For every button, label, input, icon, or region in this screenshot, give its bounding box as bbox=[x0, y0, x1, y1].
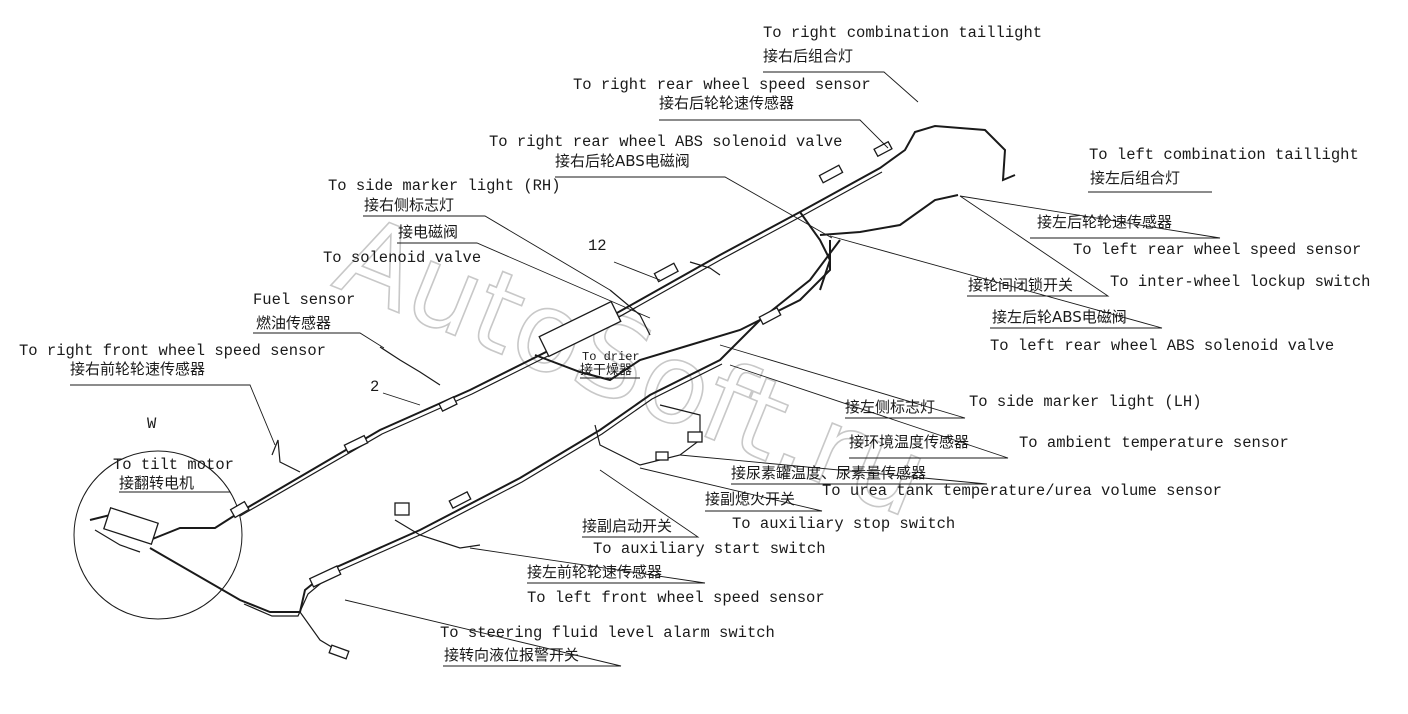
urea-tank-label-cn: 接尿素罐温度、尿素量传感器 bbox=[731, 464, 926, 482]
urea-tank-label-en: To urea tank temperature/urea volume sen… bbox=[822, 482, 1222, 500]
left-front-speed-sensor-label-en: To left front wheel speed sensor bbox=[527, 589, 825, 607]
left-taillight-label-cn: 接左后组合灯 bbox=[1090, 169, 1180, 187]
side-marker-rh-label-en: To side marker light (RH) bbox=[328, 177, 561, 195]
side-marker-lh-label-en: To side marker light (LH) bbox=[969, 393, 1202, 411]
right-rear-abs-valve-label-en: To right rear wheel ABS solenoid valve bbox=[489, 133, 842, 151]
side-marker-rh-label-cn: 接右侧标志灯 bbox=[364, 196, 454, 214]
steering-alarm-label-cn: 接转向液位报警开关 bbox=[444, 646, 579, 664]
connectors bbox=[103, 140, 893, 660]
left-rear-speed-sensor-label-cn: 接左后轮轮速传感器 bbox=[1037, 213, 1172, 231]
aux-stop-label-en: To auxiliary stop switch bbox=[732, 515, 955, 533]
detail-view-circle bbox=[73, 450, 243, 620]
side-marker-lh-label-cn: 接左侧标志灯 bbox=[845, 398, 935, 416]
leader-lines bbox=[70, 71, 1221, 667]
left-front-speed-sensor-label-cn: 接左前轮轮速传感器 bbox=[527, 563, 662, 581]
lockup-switch-label-en: To inter-wheel lockup switch bbox=[1110, 273, 1370, 291]
fuel-sensor-label-en: Fuel sensor bbox=[253, 291, 355, 309]
aux-start-label-cn: 接副启动开关 bbox=[582, 517, 672, 535]
dryer-label-en: To drier bbox=[582, 350, 640, 364]
part-number-2: 2 bbox=[370, 378, 379, 396]
dryer-label-cn: 接干燥器 bbox=[580, 362, 632, 378]
left-rear-abs-valve-label-cn: 接左后轮ABS电磁阀 bbox=[992, 308, 1127, 326]
aux-start-label-en: To auxiliary start switch bbox=[593, 540, 826, 558]
detail-view-letter: W bbox=[147, 415, 157, 433]
right-taillight-label-cn: 接右后组合灯 bbox=[763, 47, 853, 65]
fuel-sensor-label-cn: 燃油传感器 bbox=[256, 314, 331, 332]
right-rear-abs-valve-label-cn: 接右后轮ABS电磁阀 bbox=[555, 152, 690, 170]
left-rear-abs-valve-label-en: To left rear wheel ABS solenoid valve bbox=[990, 337, 1334, 355]
ambient-temp-label-cn: 接环境温度传感器 bbox=[849, 433, 969, 451]
right-front-speed-sensor-label-cn: 接右前轮轮速传感器 bbox=[70, 360, 205, 378]
right-front-speed-sensor-label-en: To right front wheel speed sensor bbox=[19, 342, 326, 360]
right-rear-speed-sensor-label-en: To right rear wheel speed sensor bbox=[573, 76, 871, 94]
ambient-temp-label-en: To ambient temperature sensor bbox=[1019, 434, 1289, 452]
right-rear-speed-sensor-label-cn: 接右后轮轮速传感器 bbox=[659, 94, 794, 112]
left-rear-speed-sensor-label-en: To left rear wheel speed sensor bbox=[1073, 241, 1361, 259]
part-number-12: 12 bbox=[588, 237, 607, 255]
left-taillight-label-en: To left combination taillight bbox=[1089, 146, 1359, 164]
aux-stop-label-cn: 接副熄火开关 bbox=[705, 490, 795, 508]
right-taillight-label-en: To right combination taillight bbox=[763, 24, 1042, 42]
tilt-motor-label-cn: 接翻转电机 bbox=[119, 474, 194, 492]
solenoid-valve-label-en: To solenoid valve bbox=[323, 249, 481, 267]
lockup-switch-label-cn: 接轮间闭锁开关 bbox=[968, 276, 1073, 294]
solenoid-valve-label-cn: 接电磁阀 bbox=[398, 223, 458, 241]
tilt-motor-label-en: To tilt motor bbox=[113, 456, 234, 474]
steering-alarm-label-en: To steering fluid level alarm switch bbox=[440, 624, 775, 642]
